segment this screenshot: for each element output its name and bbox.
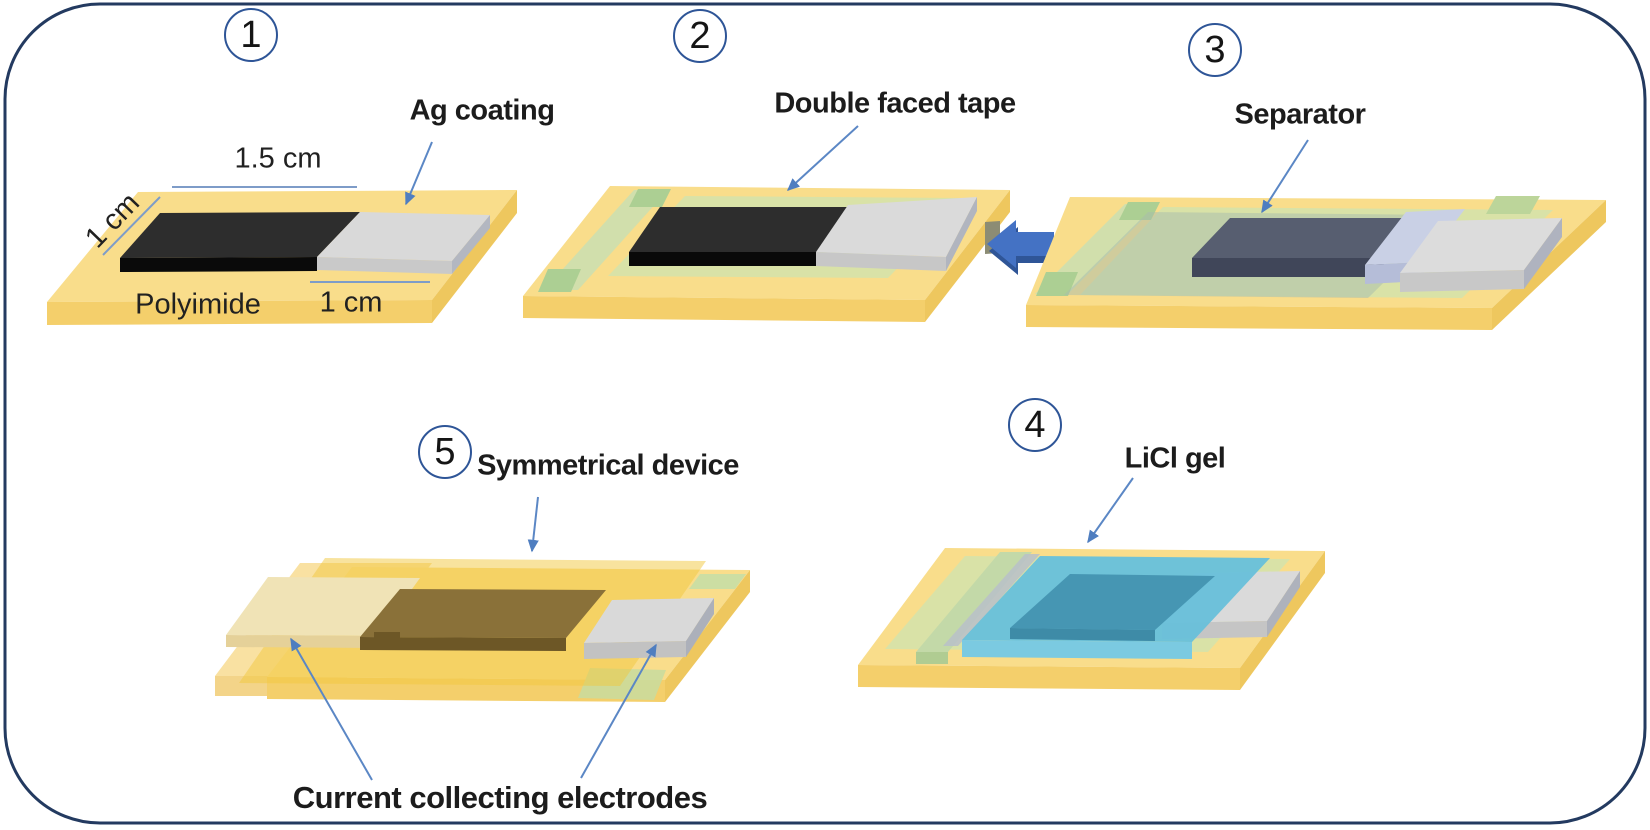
step4-separator-edge-sliver xyxy=(943,554,1040,646)
ag-coating-arrow xyxy=(405,141,433,206)
dim-15cm-text: 1.5 cm xyxy=(234,142,322,175)
step2-carbon-electrode-top xyxy=(629,207,848,252)
step1-ag-coating-right xyxy=(452,215,490,274)
step3-separator-top xyxy=(1192,218,1422,258)
step4-licl-gel-inner-front xyxy=(1010,628,1155,641)
step5-left-collector-pad-front xyxy=(226,635,378,648)
step3-separator-front xyxy=(1192,258,1384,277)
current-collecting-electrodes-label: Current collecting electrodes xyxy=(292,780,708,815)
electrodes-arrow-left xyxy=(290,637,373,781)
step2-tape-left-strip xyxy=(544,190,668,290)
step1-device xyxy=(47,141,517,325)
step2-press-arrow xyxy=(987,220,1054,268)
step4-tape-left-strip xyxy=(916,552,1032,652)
step5-device-core-top xyxy=(360,589,606,638)
step2-device xyxy=(523,125,1056,322)
step5-device-core-front xyxy=(360,637,566,651)
step4-device xyxy=(858,477,1325,690)
step3-device xyxy=(1026,139,1606,330)
step3-tape-patch-bottom xyxy=(1036,272,1078,296)
ag-coating-label: Ag coating xyxy=(409,94,555,127)
step3-polyimide-right-face xyxy=(1492,200,1606,330)
step4-licl-gel-front xyxy=(962,640,1192,659)
double-faced-tape-label: Double faced tape xyxy=(774,87,1016,120)
step4-licl-gel-inner xyxy=(1010,574,1215,630)
symmetrical-device-label: Symmetrical device xyxy=(477,449,739,482)
separator-arrow xyxy=(1261,139,1309,214)
step1-carbon-electrode-front xyxy=(120,257,317,272)
step3-polyimide-front-face xyxy=(1026,305,1492,330)
step1-number-badge: 1 xyxy=(224,8,278,62)
step5-number: 5 xyxy=(434,430,456,473)
step3-number: 3 xyxy=(1204,28,1226,71)
step1-carbon-electrode-top xyxy=(120,212,360,258)
figure-border xyxy=(3,2,1647,825)
step3-number-badge: 3 xyxy=(1188,23,1242,77)
dim-line-1cm-left xyxy=(102,196,161,256)
step2-ag-coating-front xyxy=(816,252,946,271)
step3-ag-tab-right xyxy=(1524,218,1562,289)
step5-bottom-substrate-right xyxy=(665,570,750,702)
step5-device xyxy=(215,496,750,781)
separator-label: Separator xyxy=(1234,98,1366,131)
step1-number: 1 xyxy=(240,13,262,56)
step2-tape-patch-top xyxy=(629,189,671,207)
step5-tape-sliver-right xyxy=(689,574,746,589)
licl-gel-arrow xyxy=(1087,477,1134,544)
step2-carbon-electrode-front xyxy=(629,252,817,266)
step5-number-badge: 5 xyxy=(418,425,472,479)
step3-tape-corner-piece xyxy=(1486,196,1540,214)
step5-left-collector-pad xyxy=(226,577,420,636)
step1-polyimide-right-face xyxy=(432,190,517,323)
step4-number-badge: 4 xyxy=(1008,398,1062,452)
step2-ag-coating-right xyxy=(946,197,977,271)
step1-ag-coating-top xyxy=(317,212,490,261)
electrodes-arrow-right xyxy=(580,643,657,779)
step5-ag-tab-top xyxy=(584,598,714,643)
step2-number: 2 xyxy=(689,14,711,57)
polyimide-label: Polyimide xyxy=(135,288,261,321)
double-faced-tape-arrow xyxy=(786,125,859,191)
step4-polyimide-right-face xyxy=(1240,551,1325,690)
step5-ag-tab-front xyxy=(584,641,686,659)
step4-ag-tab-right xyxy=(1267,571,1300,637)
step2-number-badge: 2 xyxy=(673,9,727,63)
step3-ag-tab-top xyxy=(1400,218,1562,273)
step4-tape-strip-front xyxy=(916,652,948,664)
step3-tape-left-strip xyxy=(1035,204,1158,294)
step5-ag-tab-right xyxy=(686,598,714,657)
licl-gel-label: LiCl gel xyxy=(1124,442,1226,475)
step2-ag-coating-top xyxy=(816,197,977,257)
step4-polyimide-front-face xyxy=(858,665,1240,690)
step2-tape-patch-bottom xyxy=(538,269,581,292)
step1-polyimide-front-face xyxy=(47,300,432,325)
step2-polyimide-front-face xyxy=(523,296,925,322)
symmetrical-device-arrow xyxy=(527,496,539,553)
step3-ag-tab-front xyxy=(1400,270,1524,292)
step1-ag-coating-front xyxy=(317,257,452,274)
dim-1cm-bottom-text: 1 cm xyxy=(319,286,383,319)
step4-number: 4 xyxy=(1024,403,1046,446)
step5-device-core-tab xyxy=(374,632,400,644)
